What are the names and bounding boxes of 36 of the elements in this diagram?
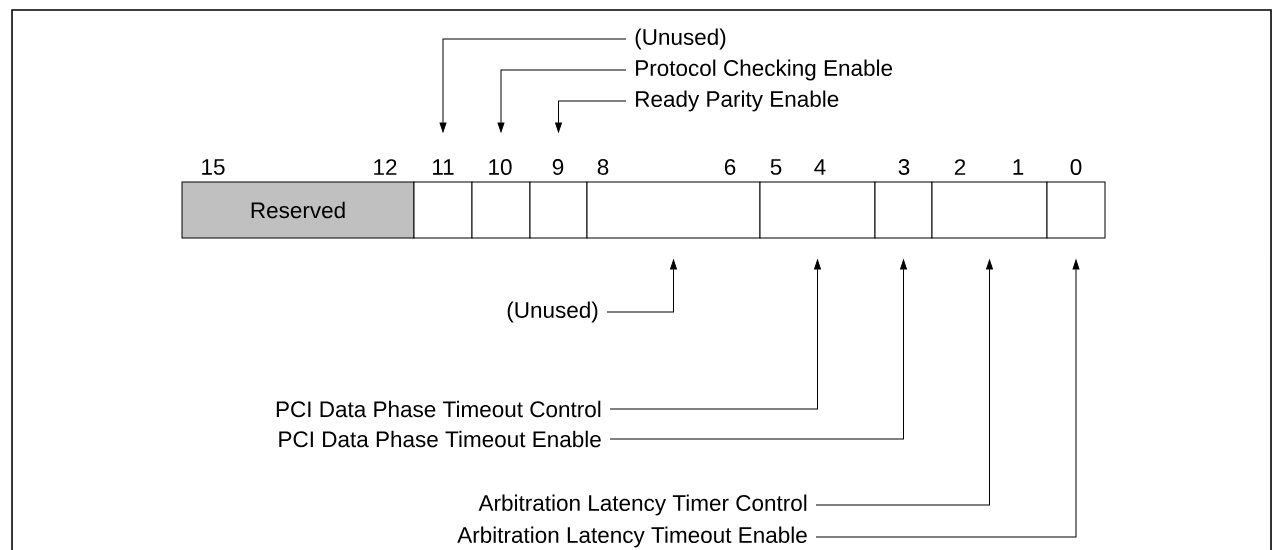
field-description: Arbitration Latency Timeout Enable xyxy=(457,526,807,548)
field-description: Arbitration Latency Timer Control xyxy=(478,494,807,516)
bit-number: 9 xyxy=(552,159,564,175)
bit-number: 8 xyxy=(597,159,609,175)
field-description: Protocol Checking Enable xyxy=(636,59,893,81)
bit-number: 0 xyxy=(1070,159,1082,175)
leader-arrow xyxy=(815,259,993,506)
bit-field-box xyxy=(874,181,933,239)
bit-field-box xyxy=(471,181,531,239)
field-description: Ready Parity Enable xyxy=(636,90,839,112)
bit-field-box xyxy=(1046,181,1106,239)
bit-number: 10 xyxy=(489,159,512,175)
bit-number: 6 xyxy=(724,159,736,175)
bit-number: 1 xyxy=(1013,159,1024,175)
bit-field-box xyxy=(413,181,473,239)
bit-number: 4 xyxy=(814,159,826,175)
leader-arrow xyxy=(606,259,677,313)
bit-number: 12 xyxy=(374,159,397,175)
field-description: (Unused) xyxy=(507,301,598,323)
bit-number: 11 xyxy=(433,159,454,175)
leader-arrow xyxy=(609,259,907,440)
leader-arrow xyxy=(555,100,627,133)
bit-field-box xyxy=(759,181,876,239)
bit-number: 2 xyxy=(954,159,966,175)
leader-arrow xyxy=(497,69,627,133)
bit-field-box xyxy=(529,181,588,239)
leader-arrow xyxy=(439,38,627,133)
field-description: PCI Data Phase Timeout Enable xyxy=(279,430,601,448)
bit-number: 5 xyxy=(770,159,782,175)
bit-field-box xyxy=(931,181,1048,239)
field-description: (Unused) xyxy=(635,28,726,50)
field-description: PCI Data Phase Timeout Control xyxy=(276,400,601,418)
leader-arrow xyxy=(815,259,1080,538)
leader-arrow xyxy=(609,259,821,410)
reserved-field: Reserved xyxy=(181,181,415,239)
bit-number: 3 xyxy=(898,159,910,175)
